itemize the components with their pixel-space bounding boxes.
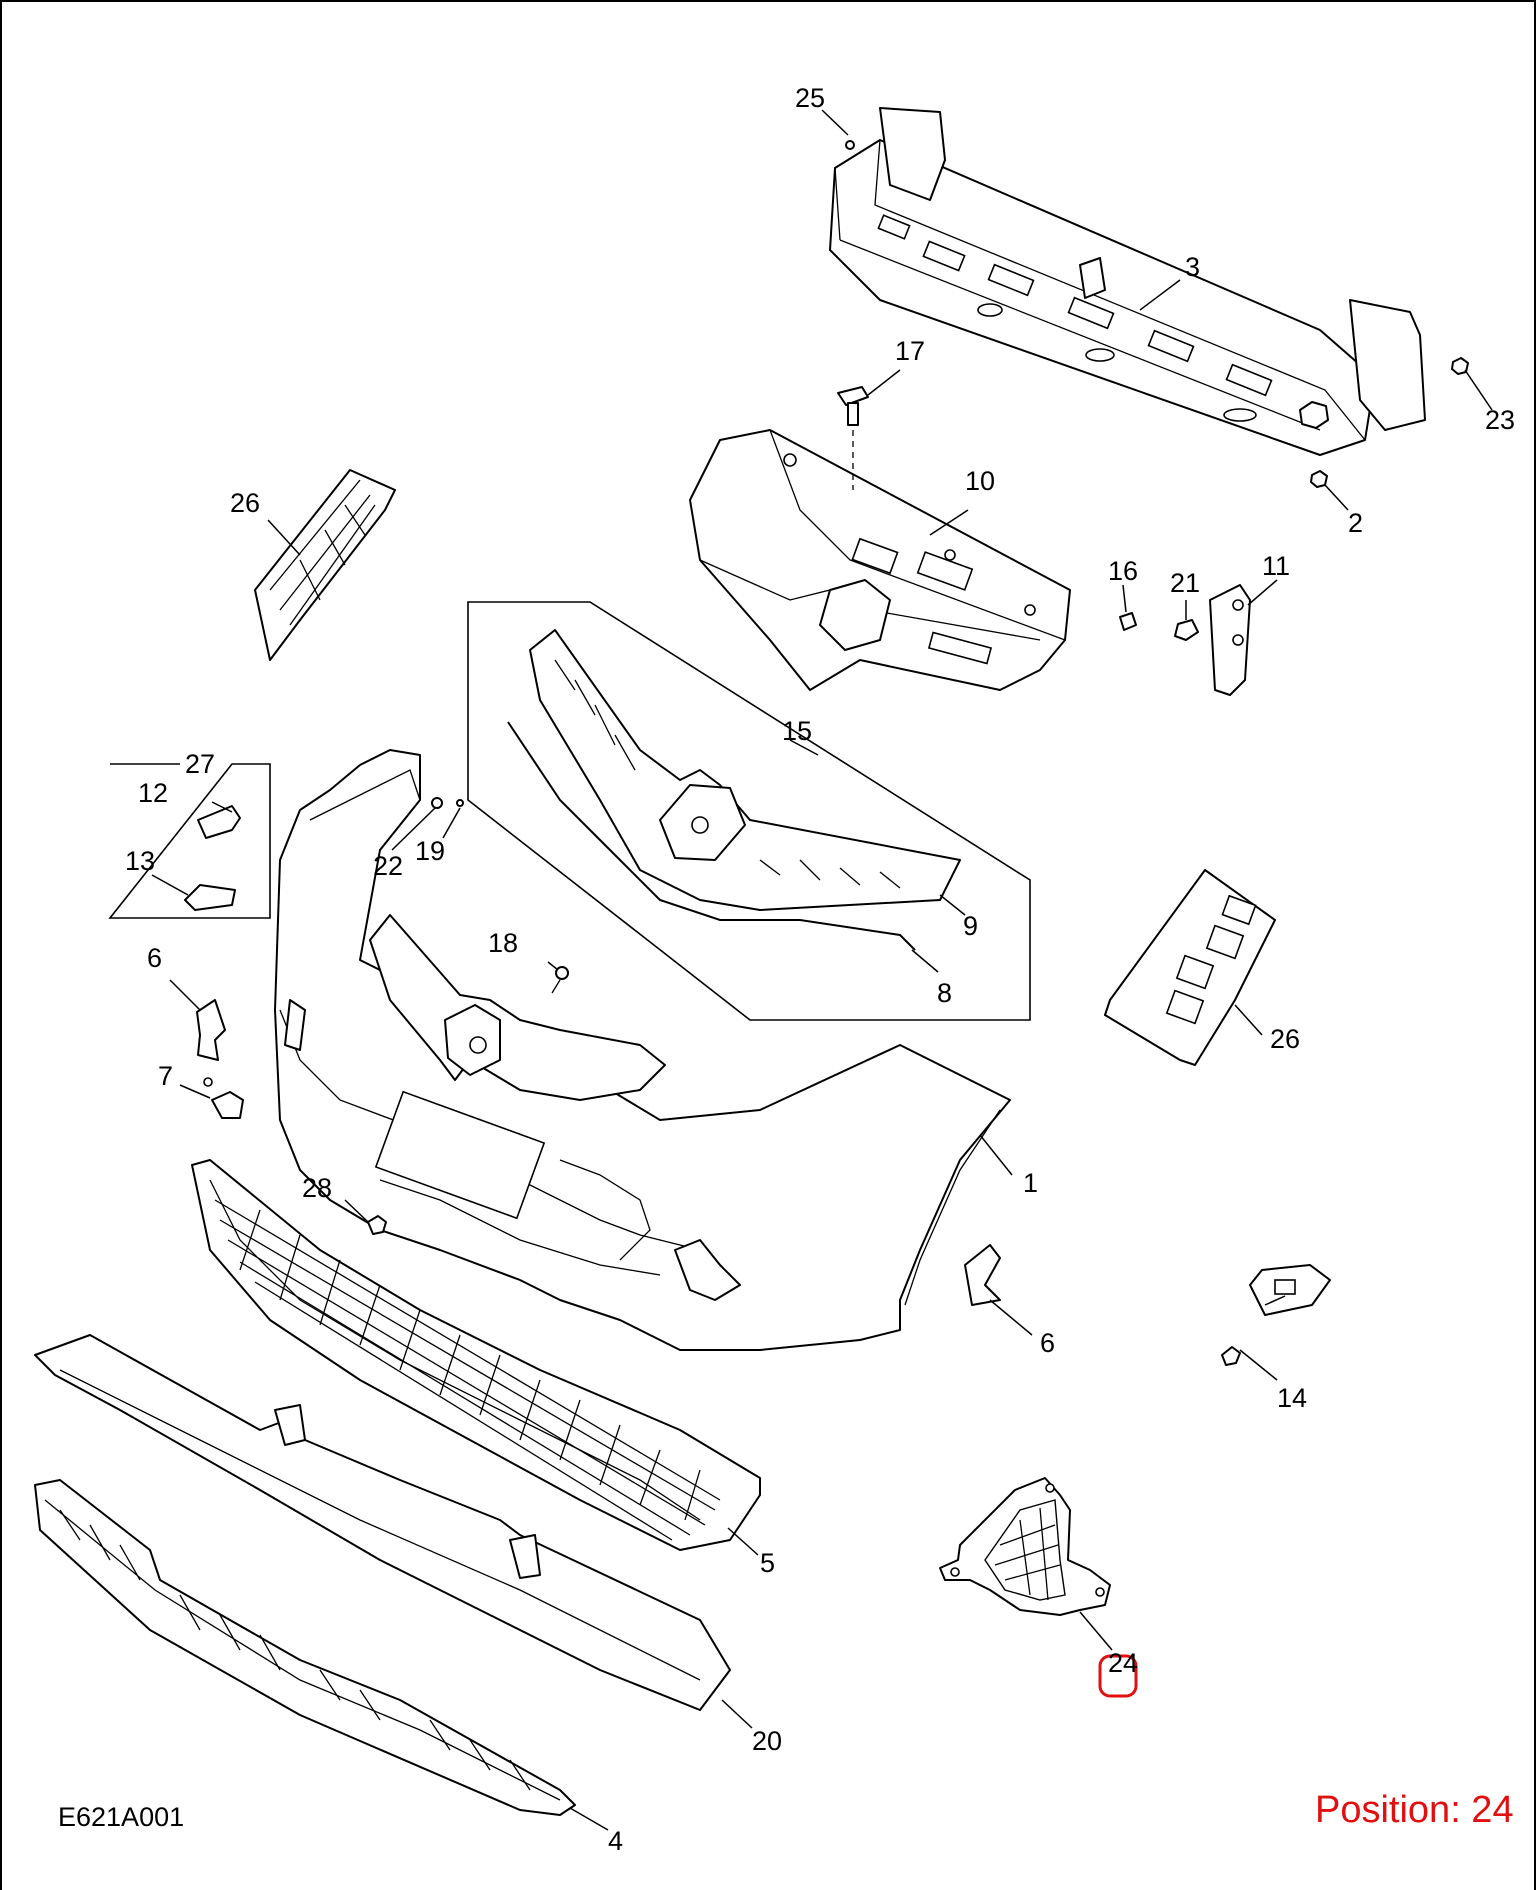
callout-22[interactable]: 22 <box>373 851 403 881</box>
part-26-right-bracket[interactable] <box>1104 869 1276 1066</box>
diagram-code: E621A001 <box>58 1802 184 1832</box>
callout-labels: 25 3 17 23 10 2 26 16 21 11 15 27 12 13 … <box>125 83 1515 1856</box>
callout-14[interactable]: 14 <box>1277 1383 1307 1413</box>
part-9-upper-grille[interactable] <box>529 629 961 911</box>
callout-1[interactable]: 1 <box>1023 1168 1038 1198</box>
callout-13[interactable]: 13 <box>125 846 155 876</box>
callout-7-label[interactable]: 7 <box>158 1061 173 1091</box>
part-14-screw[interactable] <box>1221 1346 1241 1366</box>
part-20-spoiler[interactable] <box>34 1334 731 1711</box>
callout-26-left[interactable]: 26 <box>230 488 260 518</box>
part-21-nut[interactable] <box>1174 619 1199 641</box>
part-6-right-bracket[interactable] <box>964 1244 1001 1306</box>
part-3-reinforcement-beam[interactable] <box>829 107 1426 456</box>
part-17-bolt[interactable] <box>837 386 869 490</box>
callout-24[interactable]: 24 <box>1108 1648 1138 1678</box>
callout-5[interactable]: 5 <box>760 1548 775 1578</box>
part-5-mesh <box>214 1199 721 1541</box>
callout-18[interactable]: 18 <box>488 928 518 958</box>
part-24-fog-lamp-bezel[interactable] <box>939 1477 1111 1616</box>
part-6-left-bracket[interactable] <box>196 999 226 1061</box>
part-8-trim-strip[interactable] <box>507 721 916 951</box>
position-highlight-marker <box>1098 1654 1138 1698</box>
bumper-grille-insert <box>369 914 666 1101</box>
position-indicator: Position: 24 <box>1315 1789 1514 1831</box>
callout-23[interactable]: 23 <box>1485 405 1515 435</box>
callout-9[interactable]: 9 <box>963 911 978 941</box>
part-5-lower-grille[interactable] <box>191 1159 761 1551</box>
callout-8[interactable]: 8 <box>937 978 952 1008</box>
part-1-bumper-cover[interactable] <box>274 749 1011 1351</box>
part-28-screw[interactable] <box>367 1215 387 1235</box>
callout-17[interactable]: 17 <box>895 336 925 366</box>
callout-3[interactable]: 3 <box>1185 252 1200 282</box>
callout-25[interactable]: 25 <box>795 83 825 113</box>
part-11-bracket[interactable] <box>1209 584 1251 696</box>
callout-11[interactable]: 11 <box>1262 551 1290 581</box>
part-26-left-bracket[interactable] <box>254 469 396 661</box>
part-14-cap[interactable] <box>1249 1264 1331 1316</box>
callout-4[interactable]: 4 <box>608 1826 623 1856</box>
kit-box-27 <box>108 763 271 919</box>
leader-lines <box>151 109 1493 1831</box>
callout-21[interactable]: 21 <box>1170 568 1200 598</box>
callout-16[interactable]: 16 <box>1108 556 1138 586</box>
part-4-bottom-grille[interactable] <box>34 1479 576 1816</box>
callout-12[interactable]: 12 <box>138 778 168 808</box>
callout-15[interactable]: 15 <box>782 716 812 746</box>
callout-26-right[interactable]: 26 <box>1270 1024 1300 1054</box>
part-10-grille-bracket[interactable] <box>689 429 1071 691</box>
part-2-bolt[interactable] <box>1310 470 1328 488</box>
part-19-clip[interactable] <box>456 799 464 807</box>
callout-6-right[interactable]: 6 <box>1040 1328 1055 1358</box>
callout-10[interactable]: 10 <box>965 466 995 496</box>
part-12-cap[interactable] <box>197 805 241 839</box>
callout-19[interactable]: 19 <box>415 836 445 866</box>
callout-6-left[interactable]: 6 <box>147 943 162 973</box>
part-13-clip[interactable] <box>184 884 236 911</box>
callout-20[interactable]: 20 <box>752 1726 782 1756</box>
part-16-screw[interactable] <box>1119 612 1137 631</box>
grille-assembly-box <box>467 601 1031 1021</box>
callout-27[interactable]: 27 <box>185 749 215 779</box>
callout-2[interactable]: 2 <box>1348 508 1363 538</box>
callout-28[interactable]: 28 <box>302 1173 332 1203</box>
part-25-bolt[interactable] <box>845 140 855 150</box>
part-18-bolt[interactable] <box>551 966 569 994</box>
part-22-clip[interactable] <box>431 797 443 809</box>
part-7-cap[interactable] <box>203 1077 244 1119</box>
